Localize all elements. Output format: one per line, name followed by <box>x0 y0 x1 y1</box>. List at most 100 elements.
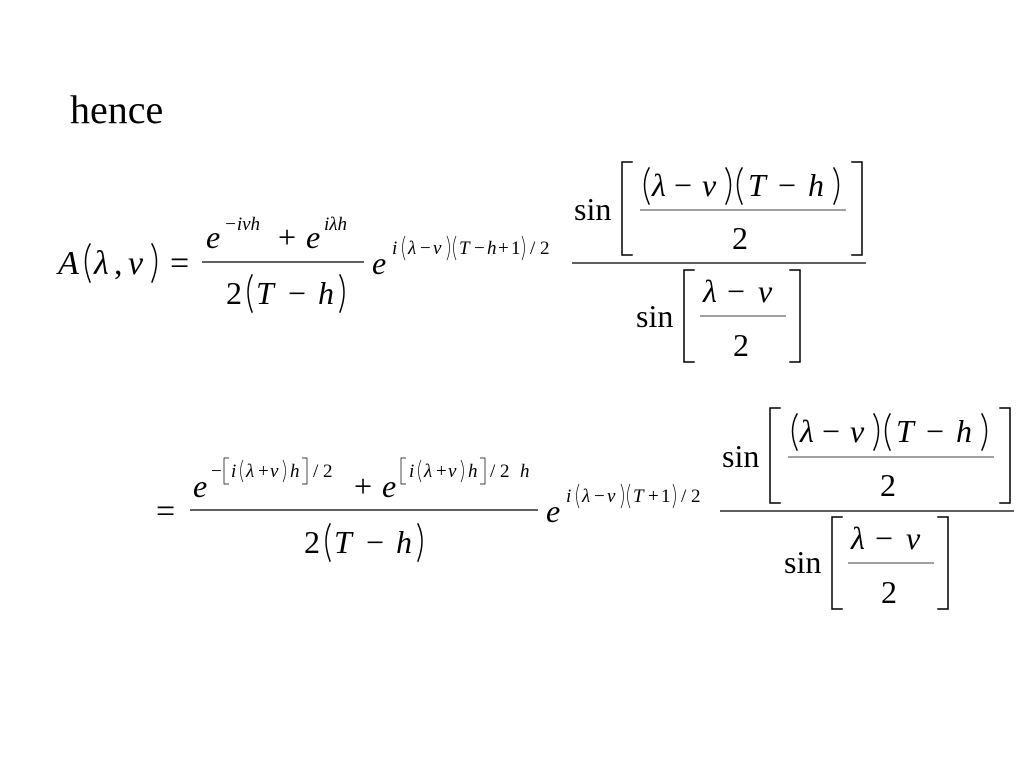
eq2-frac1: e − i λ + ν h / 2 + e i λ + ν <box>190 457 538 562</box>
eq1-den-minus: − <box>288 275 306 311</box>
eq1-frac1: e −iνh + e iλh 2 T − h <box>202 214 364 313</box>
eq1-num-e1: e <box>206 219 220 255</box>
eq1-top-minus: − <box>674 167 692 203</box>
eq2-phase-exp-T: T <box>633 486 645 507</box>
eq2-top-nu: ν <box>850 413 865 449</box>
eq2-phase-exp-div: / 2 <box>681 486 701 507</box>
eq2-top-paren-b-open <box>884 412 892 451</box>
eq1-top-bracket-open <box>621 161 633 256</box>
eq1-den-paren-close <box>338 273 345 313</box>
eq2-sin-bottom: sin <box>784 544 821 580</box>
equation-1: A λ , ν = e −iνh + e iλh 2 T − h <box>56 161 866 363</box>
eq2-num-e2-exp-plus: + <box>436 461 447 482</box>
eq2-num-e1-exp-h: h <box>290 461 300 482</box>
eq1-phase-exp-minus: − <box>420 238 431 259</box>
eq2-top-paren-b-close <box>980 412 988 451</box>
eq2-top-bracket-close <box>999 407 1011 504</box>
eq2-num-e1-exp-nu: ν <box>270 461 279 482</box>
eq2-phase-paren-a-close <box>620 483 624 509</box>
eq1-sin-top: sin <box>574 191 611 227</box>
eq1-lhs-comma: , <box>114 245 123 282</box>
eq2-phase: e i λ − ν T + 1 / 2 <box>546 483 701 529</box>
eq2-top-paren-a-close <box>872 412 880 451</box>
eq2-num-e2: e <box>382 468 396 504</box>
eq2-equals: = <box>156 493 175 530</box>
eq1-ratio: sin λ − ν T − h 2 sin λ − ν <box>572 161 866 363</box>
eq1-phase-e: e <box>372 245 386 281</box>
eq1-bottom-bracket-close <box>789 269 801 363</box>
eq1-phase-exp-h: h <box>487 238 497 259</box>
eq1-lhs-fn: A <box>56 245 79 282</box>
eq1-top-h: h <box>808 167 824 203</box>
eq1-phase-exp-minus2: − <box>474 238 485 259</box>
eq2-num-e1: e <box>193 468 207 504</box>
eq2-phase-paren-b-open <box>627 483 631 509</box>
eq1-den-h: h <box>318 275 334 311</box>
eq1-bottom-bracket-open <box>683 269 695 363</box>
eq2-phase-exp-minus: − <box>594 486 605 507</box>
eq1-phase-exp-nu: ν <box>433 238 442 259</box>
eq2-num-e2-bracket-close <box>480 457 486 485</box>
eq1-top-paren-b-open <box>736 166 744 205</box>
eq2-top-minus2: − <box>926 413 944 449</box>
eq2-num-e1-exp-plus: + <box>258 461 269 482</box>
eq2-den-minus: − <box>366 524 384 560</box>
eq1-sin-bottom: sin <box>636 298 673 334</box>
eq2-bottom-lambda: λ <box>850 520 865 556</box>
eq2-num-e2-exp-nu: ν <box>448 461 457 482</box>
eq2-top-h: h <box>956 413 972 449</box>
eq2-num-e1-bracket-open <box>223 457 229 485</box>
eq1-phase-paren-a-close <box>446 235 450 261</box>
eq1-phase-exp-T: T <box>459 238 471 259</box>
eq1-lhs-lambda: λ <box>93 245 109 282</box>
eq1-top-T: T <box>748 167 768 203</box>
eq2-bottom-bracket-close <box>937 516 949 610</box>
eq1-top-lambda: λ <box>651 167 666 203</box>
eq2-top-lambda: λ <box>799 413 814 449</box>
eq2-den-h: h <box>396 524 412 560</box>
eq2-phase-paren-a-open <box>576 483 580 509</box>
eq1-lhs-paren-close <box>150 242 158 283</box>
eq2-num-e1-paren-close <box>282 459 286 483</box>
eq2-num-e1-exp-div: / 2 <box>313 461 333 482</box>
equation-2: = e − i λ + ν h / 2 + e i λ <box>156 407 1014 610</box>
eq2-ratio: sin λ − ν T − h 2 sin λ − ν <box>720 407 1014 610</box>
eq1-lhs: A λ , ν <box>56 242 158 283</box>
eq2-num-plus: + <box>354 468 372 504</box>
eq2-phase-exp-nu: ν <box>607 486 616 507</box>
eq2-phase-exp-i: i <box>566 486 571 507</box>
eq1-lhs-paren-open <box>84 242 92 283</box>
eq2-num-e2-exp-div: / 2 <box>490 461 510 482</box>
eq1-phase-paren-b-open <box>453 235 457 261</box>
eq1-bottom-two: 2 <box>733 327 749 363</box>
eq1-top-minus2: − <box>778 167 796 203</box>
eq2-top-T: T <box>896 413 916 449</box>
eq2-bottom-bracket-open <box>831 516 843 610</box>
eq2-top-paren-a-open <box>791 412 799 451</box>
eq1-den-two: 2 <box>226 275 242 311</box>
eq1-bottom-minus: − <box>727 273 745 309</box>
eq1-num-e2: e <box>306 219 320 255</box>
eq1-den-paren-open <box>247 273 254 313</box>
eq1-phase-exp-one: 1 <box>511 238 521 259</box>
eq2-num-e2-exp-i: i <box>409 461 414 482</box>
eq2-den-two: 2 <box>304 524 320 560</box>
eq1-top-bracket-close <box>851 161 863 256</box>
eq2-phase-exp-lambda: λ <box>581 486 590 507</box>
eq2-top-two: 2 <box>880 467 896 503</box>
eq2-den-paren-close <box>416 522 423 562</box>
eq1-phase: e i λ − ν T − h + 1 / 2 <box>372 235 550 281</box>
eq1-den-T: T <box>256 275 276 311</box>
eq1-top-paren-b-close <box>832 166 840 205</box>
eq2-den-T: T <box>334 524 354 560</box>
eq1-phase-paren-a-open <box>402 235 406 261</box>
eq1-phase-paren-b-close <box>521 235 525 261</box>
eq1-bottom-nu: ν <box>758 273 773 309</box>
eq2-num-e2-exp-h: h <box>468 461 478 482</box>
eq2-bottom-minus: − <box>875 520 893 556</box>
eq2-phase-paren-b-close <box>672 483 676 509</box>
eq2-num-e1-paren-open <box>240 459 244 483</box>
eq2-top-minus: − <box>822 413 840 449</box>
eq2-num-e2-bracket-open <box>400 457 406 485</box>
